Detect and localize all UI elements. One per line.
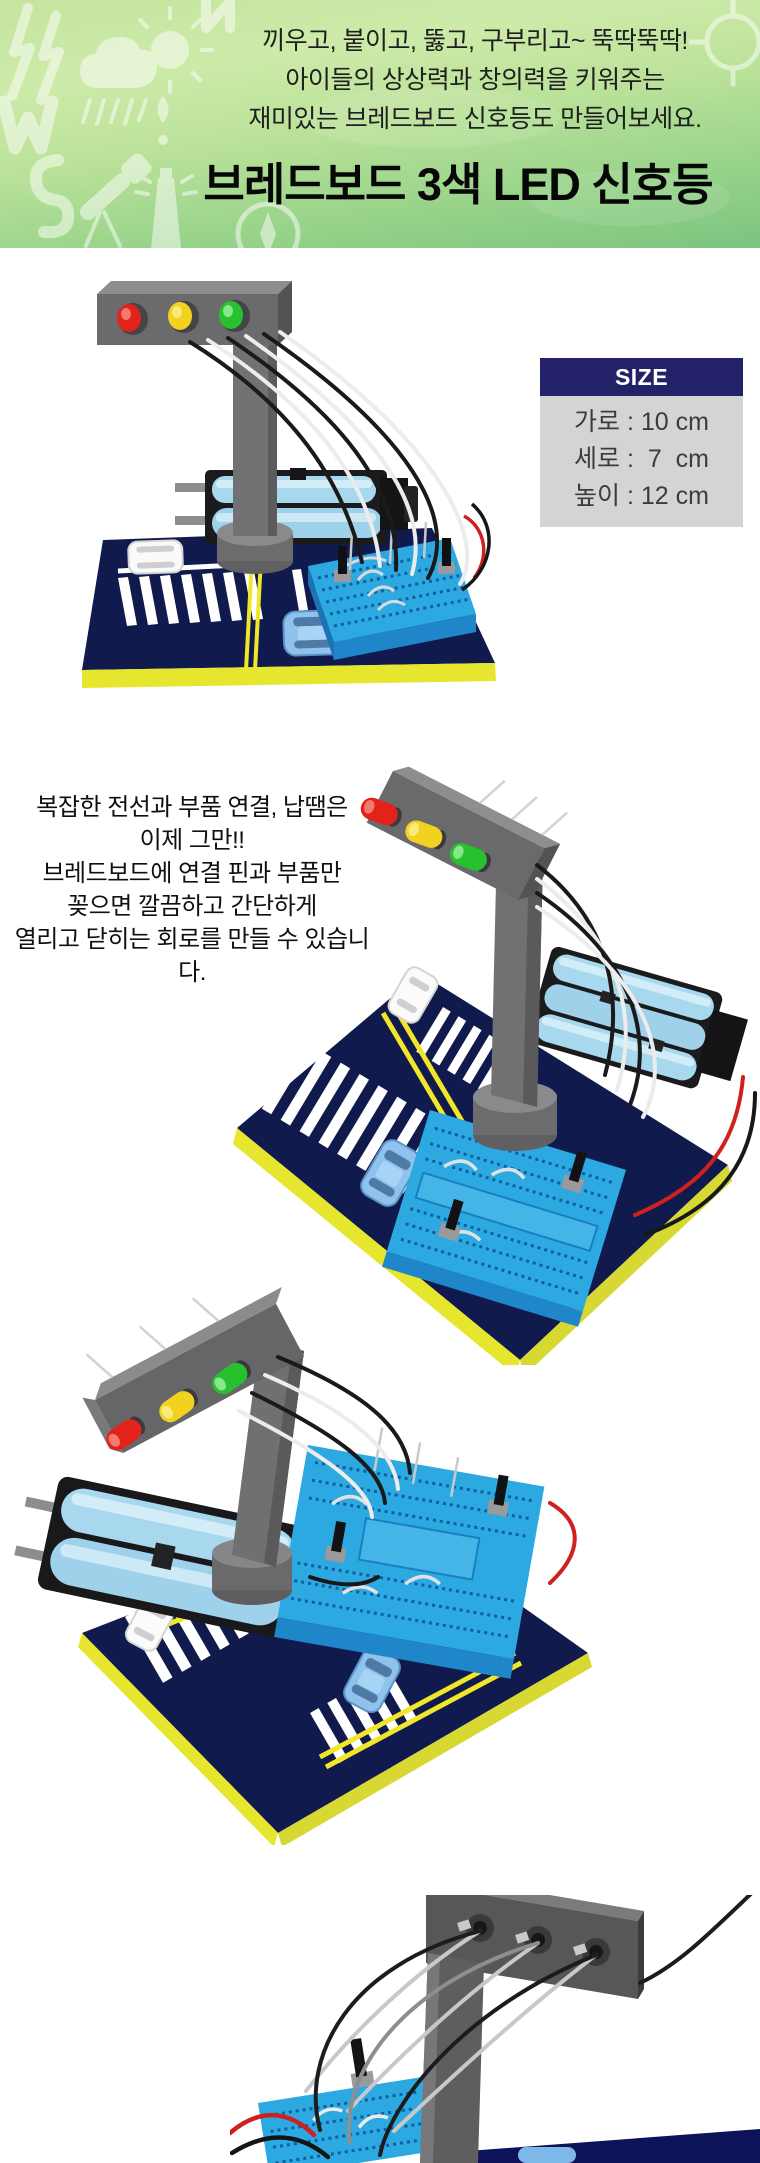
breadboard bbox=[308, 502, 491, 660]
switch bbox=[437, 1198, 464, 1242]
header-tagline: 끼우고, 붙이고, 뚫고, 구부리고~ 뚝딱뚝딱! 아이들의 상상력과 창의력을… bbox=[175, 22, 760, 139]
size-box-title: SIZE bbox=[540, 358, 743, 396]
product-description: 복잡한 전선과 부품 연결, 납땜은 이제 그만!! 브레드보드에 연결 핀과 … bbox=[8, 791, 376, 989]
road-base bbox=[468, 2129, 760, 2163]
green-led bbox=[212, 1360, 252, 1395]
description-line: 열리고 닫히는 회로를 만들 수 있습니다. bbox=[14, 926, 370, 986]
product-photo-top-view bbox=[233, 766, 757, 1365]
led-legs bbox=[85, 1297, 220, 1379]
blob-doodle bbox=[530, 170, 730, 226]
description-line: 꽂으면 깔끔하고 간단하게 bbox=[67, 893, 317, 920]
wires bbox=[237, 1355, 577, 1587]
traffic-light-pole bbox=[217, 338, 293, 574]
description-line: 브레드보드에 연결 핀과 부품만 bbox=[42, 860, 342, 887]
letter-s-doodle bbox=[29, 154, 75, 239]
header-banner: 끼우고, 붙이고, 뚫고, 구부리고~ 뚝딱뚝딱! 아이들의 상상력과 창의력을… bbox=[0, 0, 760, 248]
switch bbox=[334, 546, 351, 582]
product-photo-side-view bbox=[14, 1287, 592, 1845]
rain-icon bbox=[81, 98, 148, 126]
tagline-line: 끼우고, 붙이고, 뚫고, 구부리고~ 뚝딱뚝딱! bbox=[262, 27, 688, 55]
telescope-icon bbox=[80, 153, 152, 248]
lightning-icon bbox=[7, 3, 64, 105]
size-row-width: 가로 : 10 cm bbox=[574, 408, 709, 436]
traffic-light-pole bbox=[473, 841, 557, 1151]
location-pin-icon bbox=[157, 96, 169, 145]
green-led bbox=[449, 843, 491, 873]
size-row-height: 높이 : 12 cm bbox=[574, 482, 709, 510]
header-doodles bbox=[0, 0, 760, 248]
product-photo-back-wiring-closeup bbox=[230, 1895, 760, 2163]
lighthouse-icon bbox=[134, 168, 198, 248]
white-car bbox=[127, 539, 184, 575]
tagline-line: 재미있는 브레드보드 신호등도 만들어보세요. bbox=[248, 105, 702, 133]
size-row-depth: 세로 : 7 cm bbox=[574, 445, 709, 473]
blob-doodle bbox=[300, 88, 560, 148]
wires bbox=[188, 330, 470, 586]
breadboard bbox=[274, 1427, 545, 1679]
tagline-line: 아이들의 상상력과 창의력을 키워주는 bbox=[285, 66, 665, 94]
traffic-light-bar bbox=[82, 1287, 305, 1453]
size-box-body: 가로 : 10 cm 세로 : 7 cm 높이 : 12 cm bbox=[540, 396, 743, 527]
breadboard bbox=[382, 1110, 627, 1327]
letter-w-doodle bbox=[0, 95, 59, 155]
led-legs bbox=[479, 779, 568, 836]
product-photo-front-view bbox=[82, 281, 496, 688]
red-led bbox=[106, 1416, 146, 1451]
red-led bbox=[117, 303, 148, 335]
traffic-light-pole bbox=[212, 1337, 304, 1605]
sun-icon bbox=[126, 6, 214, 94]
cloud-icon bbox=[80, 37, 157, 88]
description-line: 이제 그만!! bbox=[139, 827, 245, 854]
blue-car bbox=[360, 1139, 420, 1207]
battery-holder bbox=[175, 468, 418, 544]
traffic-light-bar bbox=[360, 766, 568, 900]
switch bbox=[324, 1521, 347, 1564]
yellow-led bbox=[168, 301, 199, 333]
jumper-staples bbox=[331, 1494, 442, 1595]
white-car bbox=[387, 966, 439, 1024]
switch bbox=[486, 1474, 510, 1517]
page-title: 브레드보드 3색 LED 신호등 bbox=[203, 159, 713, 210]
yellow-led bbox=[159, 1388, 199, 1423]
compass-rose-icon bbox=[235, 201, 301, 248]
yellow-led bbox=[405, 820, 447, 850]
switch bbox=[561, 1150, 588, 1194]
description-line: 복잡한 전선과 부품 연결, 납땜은 bbox=[36, 794, 348, 821]
compass-icon bbox=[688, 0, 760, 87]
size-box: SIZE 가로 : 10 cm 세로 : 7 cm 높이 : 12 cm bbox=[540, 358, 743, 527]
switch bbox=[438, 538, 455, 574]
blue-car bbox=[343, 1646, 401, 1714]
letter-n-doodle bbox=[201, 0, 235, 33]
red-led bbox=[360, 797, 402, 827]
traffic-light-pole bbox=[420, 1953, 484, 2163]
green-led bbox=[219, 300, 250, 332]
wires bbox=[535, 863, 757, 1237]
wires bbox=[230, 1895, 753, 2160]
